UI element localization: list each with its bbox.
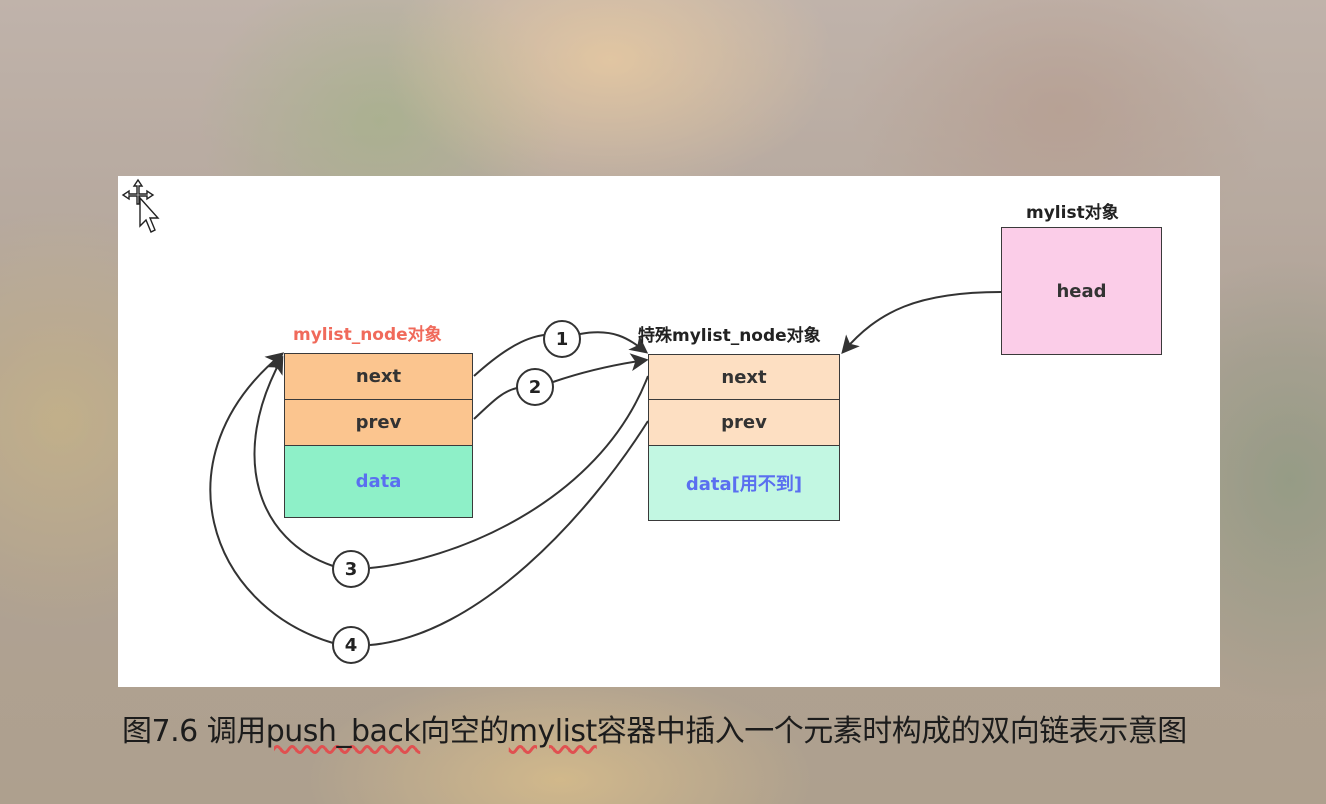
- arrow-head-to-special: [841, 291, 1002, 355]
- diagram-canvas: mylist_node对象 特殊mylist_node对象 mylist对象 n…: [118, 176, 1220, 687]
- node-prev-field: prev: [284, 399, 473, 446]
- node-next-field: next: [284, 353, 473, 400]
- special-prev-field: prev: [648, 399, 840, 446]
- arrow-step-4: [209, 354, 649, 646]
- step-badge-4: 4: [332, 626, 370, 664]
- caption-class: mylist: [508, 714, 598, 749]
- step-badge-3: 3: [332, 550, 370, 588]
- list-object-title: mylist对象: [1026, 203, 1119, 223]
- list-head-field: head: [1001, 227, 1162, 355]
- move-cursor-icon: [121, 178, 160, 233]
- special-node-title: 特殊mylist_node对象: [638, 326, 821, 346]
- node-data-field: data: [284, 445, 473, 518]
- step-badge-1: 1: [543, 320, 581, 358]
- node-object-title: mylist_node对象: [293, 325, 442, 345]
- caption-func: push_back: [265, 714, 421, 749]
- caption-rest: 容器中插入一个元素时构成的双向链表示意图: [596, 714, 1188, 749]
- caption-prefix: 图7.6 调用: [122, 714, 266, 749]
- figure-caption: 图7.6 调用push_back向空的mylist容器中插入一个元素时构成的双向…: [122, 706, 1212, 750]
- step-badge-2: 2: [516, 368, 554, 406]
- special-next-field: next: [648, 354, 840, 400]
- caption-mid: 向空的: [420, 714, 509, 749]
- arrow-layer: [209, 291, 1002, 646]
- arrow-step-3: [253, 358, 649, 569]
- special-data-field: data[用不到]: [648, 445, 840, 521]
- arrow-step-2: [473, 360, 646, 420]
